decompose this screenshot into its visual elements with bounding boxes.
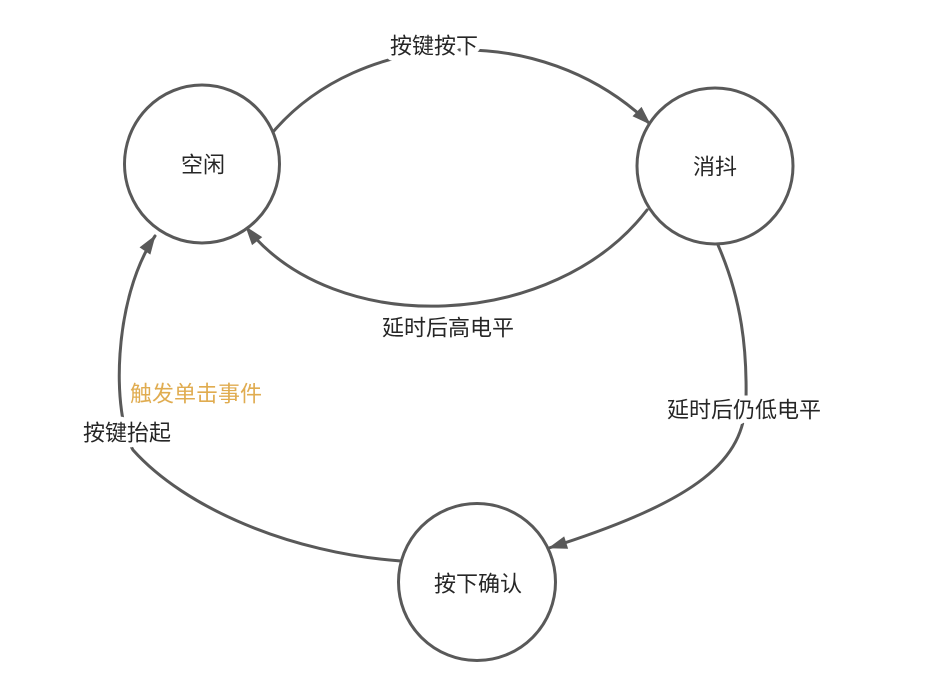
state-debounce: 消抖 — [635, 86, 795, 246]
transition-label-key-released: 按键抬起 — [83, 421, 171, 446]
transition-label-still-low-after-delay: 延时后仍低电平 — [667, 398, 821, 423]
state-debounce-label: 消抖 — [693, 155, 737, 180]
state-debounce-circle — [635, 86, 795, 246]
transition-key-pressed-path — [271, 48, 652, 134]
transition-label-key-pressed: 按键按下 — [390, 34, 478, 59]
transition-high-level-after-delay-path — [244, 208, 649, 308]
transition-still-low-after-delay-path — [547, 243, 748, 550]
transition-key-released-path — [117, 234, 403, 563]
state-press-confirmed-label: 按下确认 — [434, 572, 522, 597]
state-idle: 空闲 — [123, 83, 281, 245]
transition-label-high-level-after-delay: 延时后高电平 — [382, 316, 514, 341]
state-press-confirmed: 按下确认 — [397, 502, 557, 662]
state-press-confirmed-circle — [397, 502, 557, 662]
state-idle-label: 空闲 — [181, 153, 225, 178]
click-event-label: 触发单击事件 — [130, 382, 262, 407]
state-idle-circle — [123, 83, 281, 245]
